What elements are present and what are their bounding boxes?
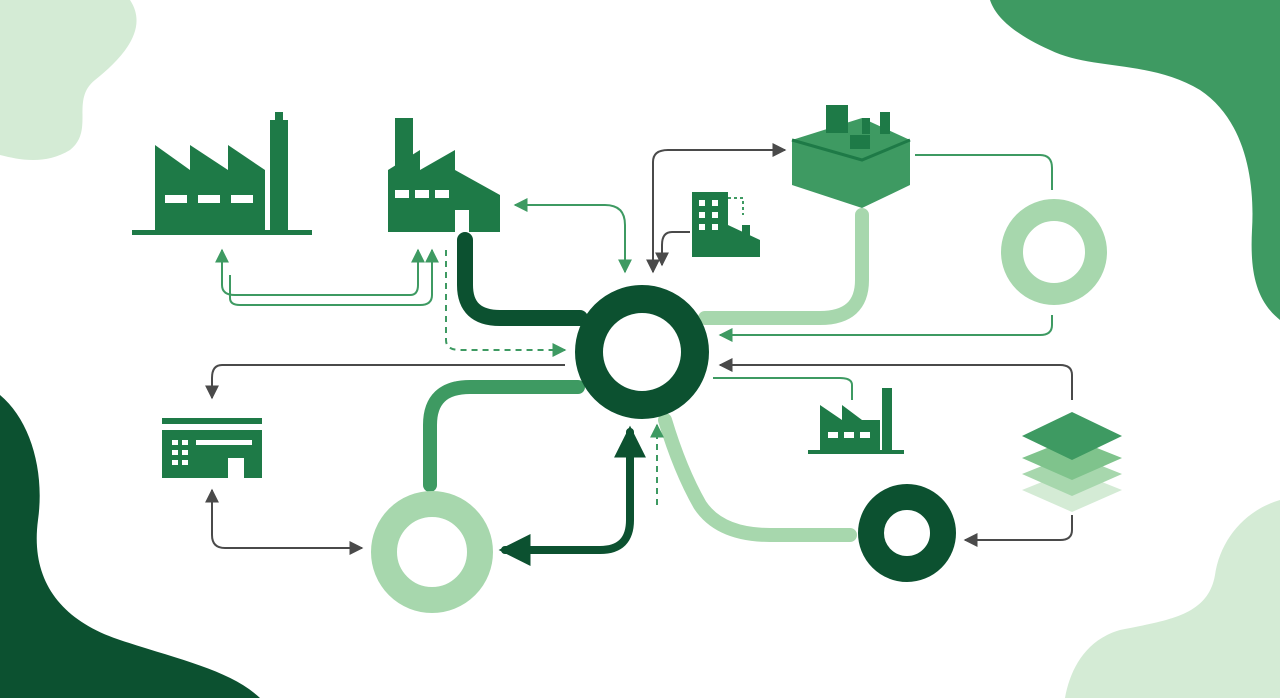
connector-small-factory-hub [713,377,853,400]
connector-block-ring-right [915,154,1053,190]
small-factory-icon [808,388,904,454]
pipe-block-to-hub [698,208,869,325]
factory-icon [132,112,312,235]
office-building-icon [692,192,760,257]
connector-warehouse-ring-bottom [205,488,364,555]
connector-layers-hub [718,358,1073,400]
industrial-block-icon [791,105,911,208]
connector-ring-bottom-right-layers [963,515,1073,547]
connector-left-factories [215,248,425,296]
connector-hub-factory-center [513,198,632,274]
blob-top-left [0,0,137,160]
layers-stack-icon [1022,412,1122,512]
connector-left-factories-inner [229,248,439,306]
connector-office-dotted [728,197,744,215]
warehouse-icon [162,418,262,478]
pipe-ring-bottom-to-hub [498,425,646,566]
ring-right-icon [1001,199,1107,305]
blob-top-right [990,0,1280,320]
hub-ring-icon [575,285,709,419]
connector-ring-right-hub [718,315,1053,342]
connector-lines [205,143,1073,555]
blob-bottom-left [0,395,260,698]
ring-bottom-icon [371,491,493,613]
connector-factory-hub-dashed [445,250,567,357]
pipe-hub-to-ring-bottom [423,380,585,492]
flow-pipes [423,208,869,566]
pipe-factory-to-hub [457,232,588,326]
connector-hub-block [646,143,787,274]
pipe-hub-to-ring-bottom-right [658,413,857,542]
blob-bottom-right [1065,500,1280,698]
ring-bottom-right-icon [858,484,956,582]
factory-with-chimney-icon [388,118,500,232]
connector-hub-warehouse [205,364,565,400]
connector-office-hub [655,231,690,267]
